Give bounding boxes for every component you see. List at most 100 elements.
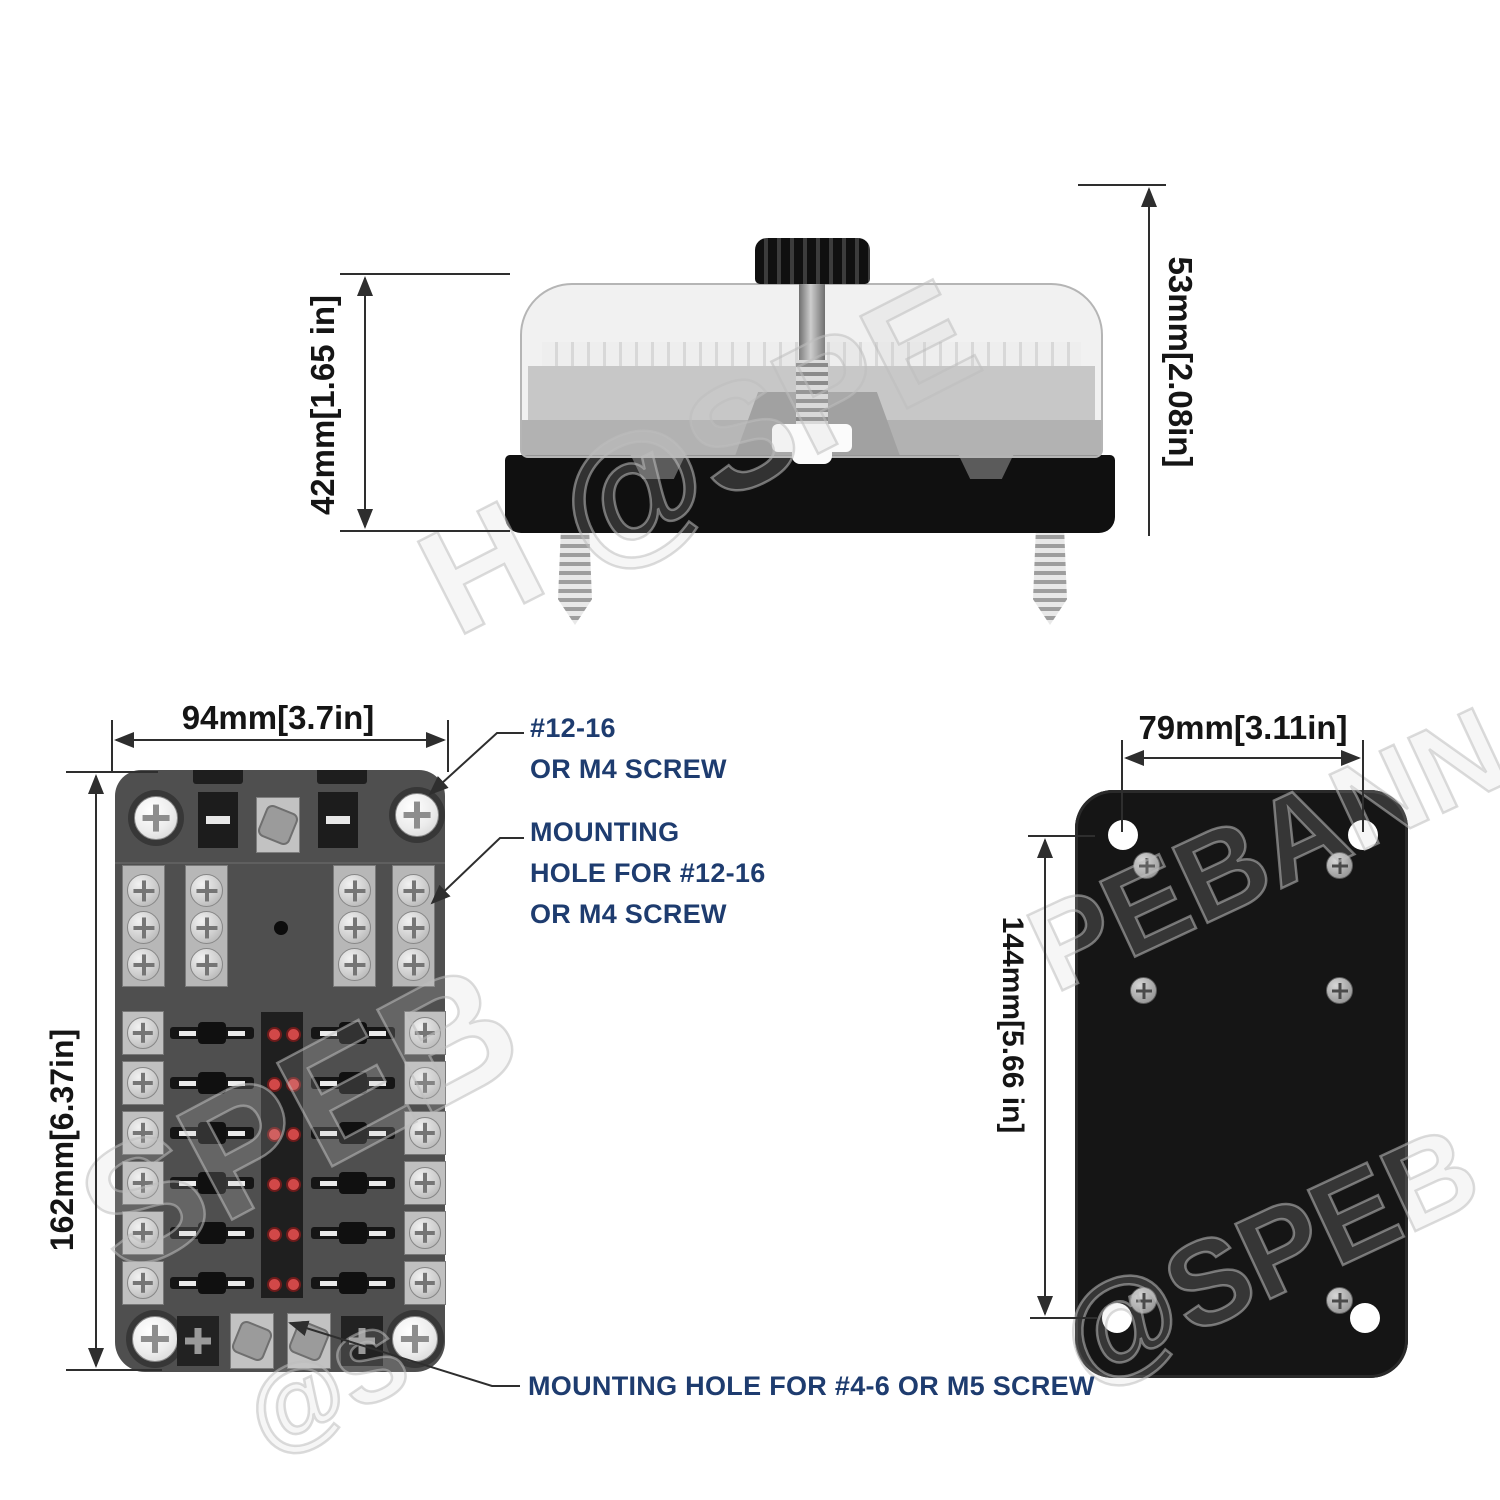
fuse-screw-terminal-right xyxy=(404,1211,446,1255)
led-indicator-pair xyxy=(267,1277,301,1292)
dim-back-hole-height: 144mm[5.66 in] xyxy=(996,916,1029,1134)
bottom-stud-terminal xyxy=(287,1313,331,1369)
corner-mounting-hole xyxy=(1102,1303,1132,1333)
terminal-screw xyxy=(409,1117,441,1149)
terminal-screw xyxy=(127,911,160,944)
led-indicator-pair xyxy=(267,1077,301,1092)
corner-screw-bottom-right xyxy=(392,1316,438,1362)
front-view-body xyxy=(115,770,446,1372)
dim-front-width: 94mm[3.7in] xyxy=(181,699,375,736)
blade-fuse-right xyxy=(311,1272,395,1294)
led-red xyxy=(267,1277,282,1292)
led-indicator-strip xyxy=(261,1012,303,1298)
fuse-screw-terminal-right xyxy=(404,1011,446,1055)
fuse-screw-terminal-right xyxy=(404,1061,446,1105)
fuse-row xyxy=(115,1160,446,1206)
blade-fuse-right xyxy=(311,1022,395,1044)
led-red xyxy=(286,1277,301,1292)
bus-terminal-column xyxy=(185,865,228,987)
terminal-screw xyxy=(338,911,371,944)
fuse-screw-terminal-right xyxy=(404,1111,446,1155)
led-red xyxy=(286,1077,301,1092)
fuse-row xyxy=(115,1010,446,1056)
hold-down-rod xyxy=(799,282,825,366)
blade-fuse-left xyxy=(170,1122,254,1144)
terminal-screw xyxy=(127,948,160,981)
fuse-screw-terminal-left xyxy=(122,1211,164,1255)
annotation-line: #12-16 xyxy=(530,713,616,743)
bus-terminal-column xyxy=(392,865,435,987)
threaded-rod xyxy=(796,360,828,426)
annotation-line: OR M4 SCREW xyxy=(530,754,727,784)
bottom-stud-terminal xyxy=(230,1313,274,1369)
body-seam xyxy=(115,862,445,864)
terminal-screw xyxy=(127,1167,159,1199)
fuse-screw-terminal-right xyxy=(404,1161,446,1205)
side-base xyxy=(505,455,1115,533)
terminal-screw xyxy=(190,948,223,981)
negative-terminal xyxy=(318,792,358,848)
terminal-screw xyxy=(397,874,430,907)
terminal-screw xyxy=(127,1217,159,1249)
dim-side-total-height: 53mm[2.08in] xyxy=(1162,256,1199,468)
terminal-screw xyxy=(190,874,223,907)
cover-latch-notch xyxy=(193,770,243,784)
dim-back-hole-width: 79mm[3.11in] xyxy=(1138,709,1348,746)
blade-fuse-left xyxy=(170,1222,254,1244)
annotation-side-mounting-hole: MOUNTING HOLE FOR #12-16 OR M4 SCREW xyxy=(530,812,766,935)
blade-fuse-right xyxy=(311,1222,395,1244)
blade-fuse-left xyxy=(170,1022,254,1044)
blade-fuse-left xyxy=(170,1272,254,1294)
terminal-screw xyxy=(397,911,430,944)
led-indicator-pair xyxy=(267,1027,301,1042)
back-view-plate xyxy=(1075,790,1408,1378)
rod-clip xyxy=(772,424,852,452)
bus-terminal-column xyxy=(122,865,165,987)
center-hole-dot xyxy=(274,921,288,935)
blade-fuse-right xyxy=(311,1072,395,1094)
terminal-screw xyxy=(397,948,430,981)
annotation-bottom-mounting-hole: MOUNTING HOLE FOR #4-6 OR M5 SCREW xyxy=(528,1371,1095,1401)
terminal-screw xyxy=(338,874,371,907)
back-screw xyxy=(1326,1287,1353,1314)
corner-mounting-hole xyxy=(1108,820,1138,850)
corner-screw-top-left xyxy=(134,796,178,840)
annotation-line: MOUNTING xyxy=(530,817,680,847)
terminal-screw xyxy=(409,1167,441,1199)
bus-terminal-column xyxy=(333,865,376,987)
fuse-row xyxy=(115,1210,446,1256)
blade-fuse-right xyxy=(311,1172,395,1194)
led-red xyxy=(267,1027,282,1042)
corner-screw-top-right xyxy=(395,793,439,837)
fuse-screw-terminal-left xyxy=(122,1111,164,1155)
led-red xyxy=(286,1027,301,1042)
led-red xyxy=(267,1177,282,1192)
blade-fuse-left xyxy=(170,1072,254,1094)
positive-terminal xyxy=(177,1316,219,1366)
led-red xyxy=(286,1127,301,1142)
fuse-screw-terminal-left xyxy=(122,1161,164,1205)
led-red xyxy=(286,1177,301,1192)
back-screw xyxy=(1130,1287,1157,1314)
terminal-screw xyxy=(127,1067,159,1099)
corner-mounting-hole xyxy=(1348,820,1378,850)
terminal-screw xyxy=(127,1267,159,1299)
back-screw xyxy=(1326,852,1353,879)
terminal-screw xyxy=(409,1217,441,1249)
led-red xyxy=(267,1077,282,1092)
back-screw xyxy=(1133,852,1160,879)
led-red xyxy=(286,1227,301,1242)
back-screw xyxy=(1326,977,1353,1004)
led-red xyxy=(267,1127,282,1142)
cover-latch-notch xyxy=(317,770,367,784)
fuse-row xyxy=(115,1110,446,1156)
led-red xyxy=(267,1227,282,1242)
fuse-screw-terminal-left xyxy=(122,1061,164,1105)
terminal-screw xyxy=(127,874,160,907)
terminal-screw xyxy=(338,948,371,981)
dim-front-height: 162mm[6.37in] xyxy=(44,1028,80,1252)
led-indicator-pair xyxy=(267,1177,301,1192)
dim-side-body-height: 42mm[1.65 in] xyxy=(304,294,341,516)
mounting-screw-left xyxy=(558,533,592,625)
